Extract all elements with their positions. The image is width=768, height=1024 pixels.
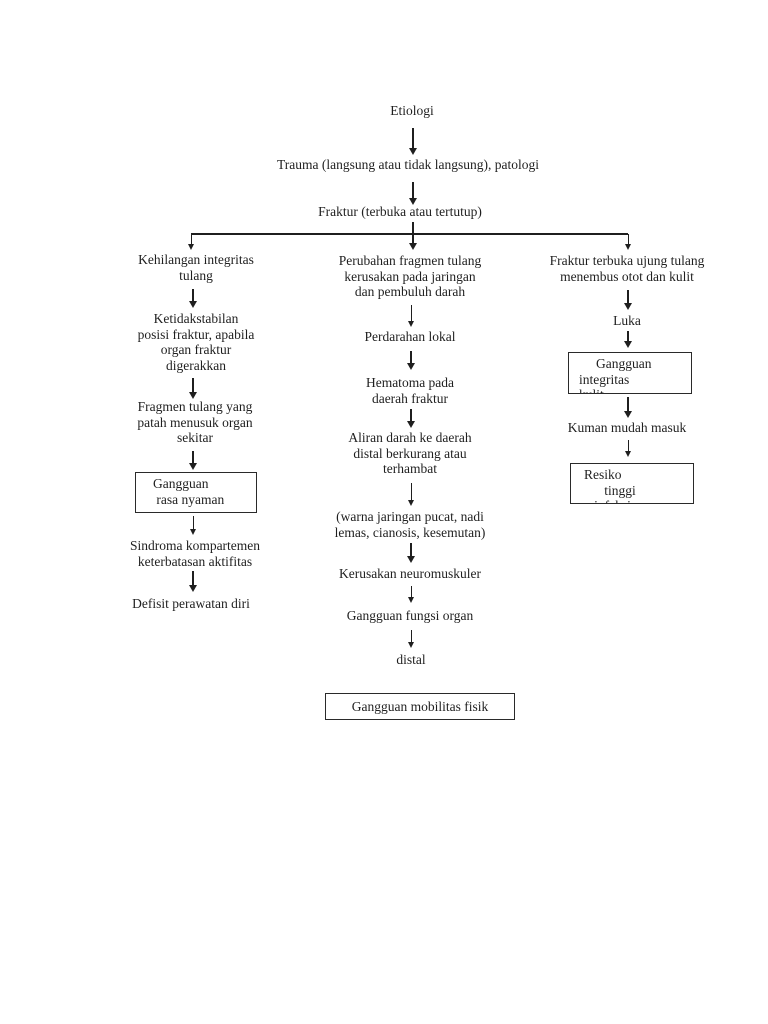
arrow-down [410,305,412,321]
arrow-down [192,289,194,301]
node-etiologi: Etiologi [390,103,434,118]
node-defisit-perawatan: Defisit perawatan diri [132,596,250,611]
node-fraktur-terbuka: Fraktur terbuka ujung tulang menembus ot… [549,253,705,284]
node-perubahan-fragmen: Perubahan fragmen tulang kerusakan pada … [338,253,482,299]
arrow-down [627,440,629,451]
node-hematoma: Hematoma pada daerah fraktur [365,375,455,406]
branch-line [191,233,628,235]
box-gangguan-mobilitas-fisik: Gangguan mobilitas fisik [325,693,515,720]
node-kehilangan-integritas: Kehilangan integritas tulang [138,252,254,283]
node-fragmen-tulang: Fragmen tulang yang patah menusuk organ … [137,399,253,445]
arrow-down [192,516,194,529]
arrow-down [412,128,414,148]
arrow-down [190,234,192,244]
arrow-down [627,397,629,411]
node-sindroma-kompartemen: Sindroma kompartemen keterbatasan aktifi… [129,538,261,569]
arrow-down [412,234,414,243]
node-trauma: Trauma (langsung atau tidak langsung), p… [277,157,539,172]
node-ketidakstabilan: Ketidakstabilan posisi fraktur, apabila … [137,311,255,373]
node-luka: Luka [613,313,641,328]
branch-stem [412,222,414,234]
arrow-down [410,351,412,363]
node-kerusakan-neuromuskuler: Kerusakan neuromuskuler [338,566,482,581]
node-perdarahan-lokal: Perdarahan lokal [364,329,456,344]
node-fraktur: Fraktur (terbuka atau tertutup) [318,204,482,219]
node-gangguan-fungsi-organ: Gangguan fungsi organ [346,608,474,623]
arrow-down [627,234,629,244]
arrow-down [192,451,194,463]
box-resiko-tinggi-infeksi: Resiko tinggi infeksi [570,463,694,504]
node-aliran-darah: Aliran darah ke daerah distal berkurang … [348,430,472,476]
arrow-down [410,543,412,556]
node-kuman-mudah-masuk: Kuman mudah masuk [567,420,687,435]
node-warna-jaringan: (warna jaringan pucat, nadi lemas, ciano… [334,509,486,540]
arrow-down [192,571,194,585]
arrow-down [627,290,629,303]
arrow-down [410,586,412,597]
box-gangguan-integritas-kulit: Gangguan integritas kulit [568,352,692,394]
arrow-down [410,483,412,500]
arrow-down [192,378,194,392]
arrow-down [627,331,629,341]
box-gangguan-rasa-nyaman: Gangguan rasa nyaman [135,472,257,513]
node-distal: distal [396,652,426,667]
arrow-down [410,409,412,421]
arrow-down [410,630,412,642]
arrow-down [412,182,414,198]
